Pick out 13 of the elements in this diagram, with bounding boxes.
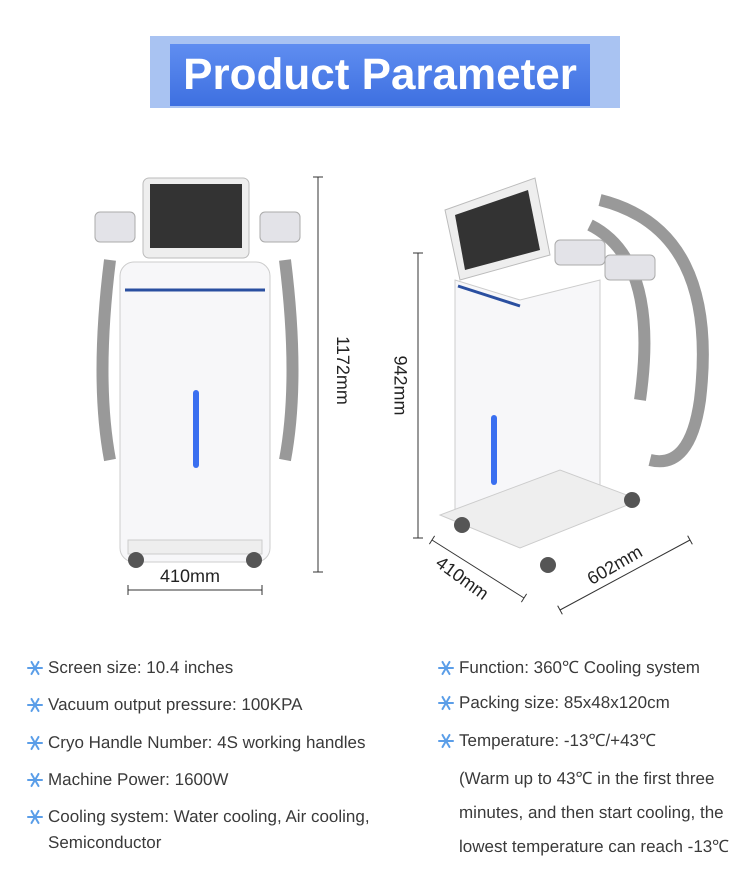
spec-text: Temperature: -13℃/+43℃ — [459, 730, 658, 752]
title-banner: Product Parameter — [170, 44, 590, 106]
dimension-label: 410mm — [160, 566, 220, 587]
dimension-label: 942mm — [390, 355, 411, 416]
spec-text: (Warm up to 43℃ in the first three minutes, and then start cooling, the lowest temperature can reach -13℃ — [459, 768, 730, 858]
spec-text: Screen size: 10.4 inches — [48, 657, 234, 679]
spec-text: Machine Power: 1600W — [48, 769, 230, 791]
spec-text: Cooling system: Water cooling, Air cooling, Semiconductor — [48, 806, 371, 854]
spec-text: Packing size: 85x48x120cm — [459, 692, 671, 714]
dimension-label: 1172mm — [332, 336, 353, 405]
spec-text: Function: 360℃ Cooling system — [459, 657, 701, 679]
spec-text: Cryo Handle Number: 4S working handles — [48, 732, 366, 754]
spec-text: Vacuum output pressure: 100KPA — [48, 694, 304, 716]
